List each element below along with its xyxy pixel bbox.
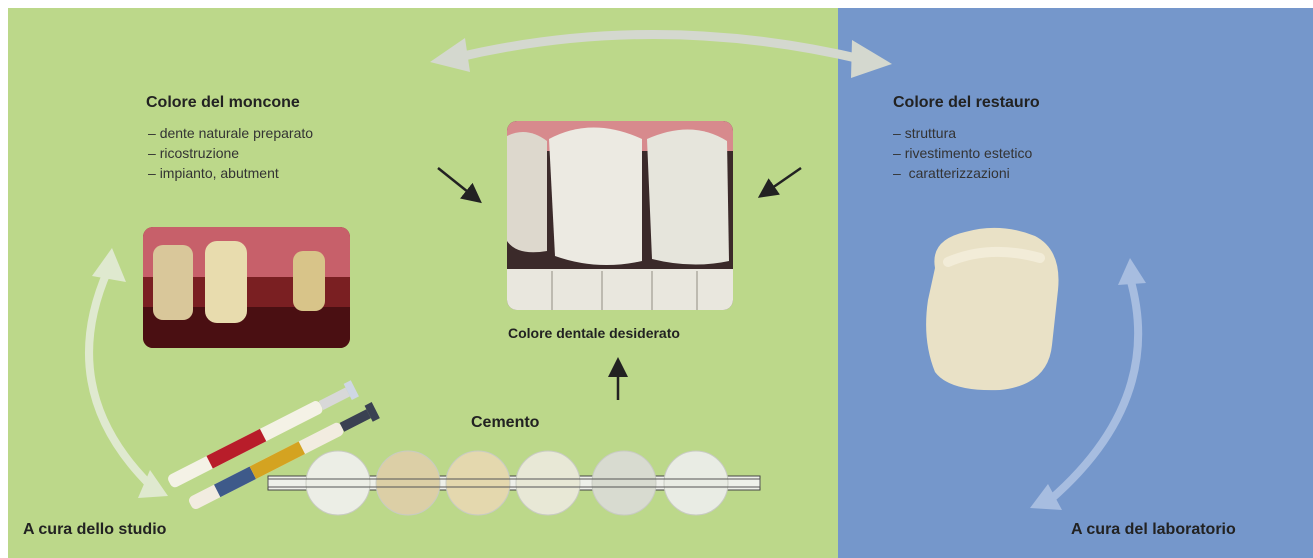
shade-tab-3: [446, 451, 510, 515]
lab-footer-label: A cura del laboratorio: [1071, 521, 1236, 539]
shade-tab-2: [376, 451, 440, 515]
shade-tab-4: [516, 451, 580, 515]
stump-item: impianto, abutment: [148, 163, 313, 183]
stump-photo: [143, 227, 350, 348]
shade-tab-6: [664, 451, 728, 515]
arrow-down-right: [438, 168, 478, 200]
desired-tooth-color-caption: Colore dentale desiderato: [508, 325, 680, 341]
shade-guide: [268, 451, 760, 515]
restoration-color-title: Colore del restauro: [893, 94, 1040, 112]
restoration-item: rivestimento estetico: [893, 143, 1032, 163]
stump-color-title: Colore del moncone: [146, 94, 300, 112]
restoration-item: struttura: [893, 123, 1032, 143]
stump-item: ricostruzione: [148, 143, 313, 163]
veneer-crown: [926, 228, 1058, 390]
stump-color-list: dente naturale preparato ricostruzione i…: [148, 123, 313, 183]
shade-tab-5: [592, 451, 656, 515]
shade-tab-1: [306, 451, 370, 515]
restoration-color-list: struttura rivestimento estetico caratter…: [893, 123, 1032, 183]
double-arrow-top: [430, 34, 892, 78]
cement-label: Cemento: [471, 414, 539, 432]
stump-item: dente naturale preparato: [148, 123, 313, 143]
restoration-item: caratterizzazioni: [893, 163, 1032, 183]
arrow-down-left: [762, 168, 801, 195]
teeth-photo: [507, 121, 733, 310]
studio-footer-label: A cura dello studio: [23, 521, 166, 539]
